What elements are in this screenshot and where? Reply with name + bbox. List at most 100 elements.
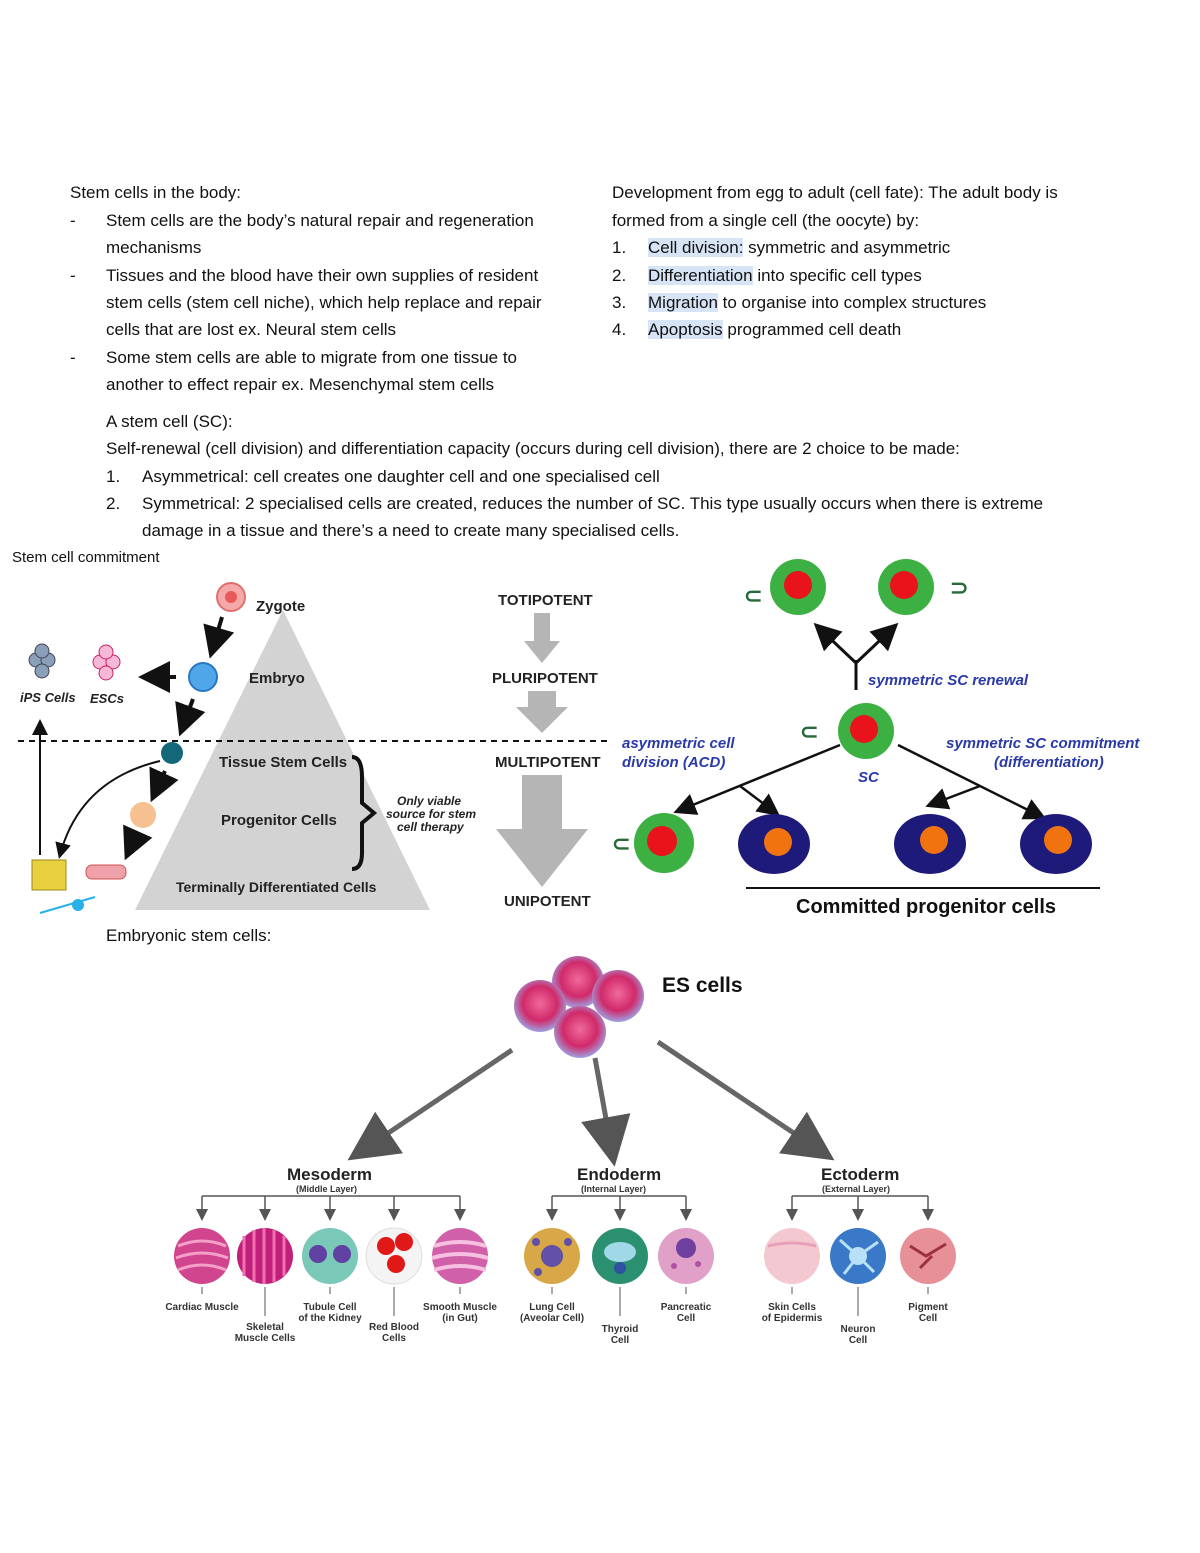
sc-heading: A stem cell (SC):: [106, 412, 233, 431]
progenitor-cell: [130, 802, 156, 828]
sc-item-1: 1.Asymmetrical: cell creates one daughte…: [106, 467, 660, 486]
ips-cells-icon: [28, 643, 56, 679]
cell-label-pancreatic-1: Pancreatic: [661, 1302, 712, 1313]
skeletal-muscle-cell-icon: [237, 1228, 293, 1284]
ectoderm-label: Ectoderm: [821, 1165, 899, 1184]
differentiated-cells-icon: [31, 859, 67, 891]
asymmetric-label-2: division (ACD): [622, 754, 725, 771]
cell-label-thyroid-1: Thyroid: [602, 1324, 639, 1335]
bullet-1-cont: mechanisms: [106, 238, 202, 257]
renewal-icon-1: ⊂: [744, 583, 762, 608]
division-figure: ⊂ ⊃ ⊂ ⊂ symmetric SC renewal asymmetric …: [612, 559, 1140, 918]
pluripotent-label: PLURIPOTENT: [492, 670, 598, 687]
cell-label-cardiac-1: Cardiac Muscle: [165, 1302, 239, 1313]
cardiac-muscle-cell-icon: [174, 1228, 230, 1284]
right-line-1: Development from egg to adult (cell fate…: [612, 183, 1058, 202]
process-item-1: 1.Cell division: symmetric and asymmetri…: [612, 238, 951, 257]
symmetric-commitment-label-1: symmetric SC commitment: [946, 735, 1140, 752]
note-line-1: Only viable: [397, 794, 461, 808]
bullet-2: -Tissues and the blood have their own su…: [70, 266, 539, 285]
cell-label-rbc-1: Red Blood: [369, 1322, 419, 1333]
committed-label: Committed progenitor cells: [796, 896, 1056, 918]
right-line-2: formed from a single cell (the oocyte) b…: [612, 211, 920, 230]
therapy-brace: [351, 755, 378, 871]
es-cells-label: ES cells: [662, 974, 743, 997]
bullet-3-cont: another to effect repair ex. Mesenchymal…: [106, 375, 495, 394]
bullet-2-cont1: stem cells (stem cell niche), which help…: [106, 293, 542, 312]
thyroid-cell-icon: [592, 1228, 648, 1284]
neuron-cell-icon: [39, 896, 96, 914]
smooth-muscle-cell-icon: [431, 1228, 489, 1284]
cell-label-pigment-1: Pigment: [908, 1302, 948, 1313]
progenitor-cell-2: [894, 814, 966, 874]
renewal-icon-2: ⊃: [950, 575, 968, 600]
pancreatic-cell-icon: [658, 1228, 714, 1284]
sc-cell-top-right: [878, 559, 934, 615]
sc-item-2: 2.Symmetrical: 2 specialised cells are c…: [106, 494, 1044, 513]
renewal-icon-3: ⊂: [800, 719, 818, 744]
bullet-3: -Some stem cells are able to migrate fro…: [70, 348, 518, 367]
symmetric-renewal-label: symmetric SC renewal: [868, 672, 1029, 689]
endoderm-label: Endoderm: [577, 1165, 661, 1184]
pyramid: [135, 610, 430, 910]
multipotent-label: MULTIPOTENT: [495, 754, 601, 771]
bullet-2-cont2: cells that are lost ex. Neural stem cell…: [106, 320, 397, 339]
progenitor-cells-label: Progenitor Cells: [221, 812, 337, 829]
zygote-label: Zygote: [256, 598, 305, 615]
cell-label-pancreatic-2: Cell: [677, 1313, 696, 1324]
escs-label: ESCs: [90, 691, 124, 706]
process-item-2: 2.Differentiation into specific cell typ…: [612, 266, 922, 285]
sc-cell-top-left: [770, 559, 826, 615]
kidney-tubule-cell-icon: [302, 1228, 358, 1284]
progenitor-cell-3: [1020, 814, 1092, 874]
skin-cell-icon: [764, 1228, 820, 1284]
red-blood-cells-icon: [365, 1227, 423, 1285]
lung-cell-icon: [524, 1228, 580, 1284]
escs-icon: [92, 644, 121, 681]
left-heading: Stem cells in the body:: [70, 183, 242, 202]
note-line-2: source for stem: [386, 807, 476, 821]
bullet-1: -Stem cells are the body’s natural repai…: [70, 211, 534, 230]
asymmetric-label-1: asymmetric cell: [622, 735, 735, 752]
cell-label-thyroid-2: Cell: [611, 1335, 630, 1346]
sc-cell-center: [838, 703, 894, 759]
figure-caption: Stem cell commitment: [12, 549, 160, 566]
pigment-cell-icon: [900, 1228, 956, 1284]
cell-label-skeletal-2: Muscle Cells: [235, 1333, 296, 1344]
neuron-cell-icon-2: [830, 1228, 886, 1284]
tissue-stem-cell: [161, 742, 183, 764]
cell-label-rbc-2: Cells: [382, 1333, 406, 1344]
mesoderm-sub: (Middle Layer): [296, 1184, 357, 1194]
es-cells-figure: ES cells Mesoderm (Middle Layer) Endoder…: [165, 956, 956, 1346]
sc-item-2-cont: damage in a tissue and there’s a need to…: [142, 521, 680, 540]
sc-intro: Self-renewal (cell division) and differe…: [106, 439, 960, 458]
note-line-3: cell therapy: [397, 820, 465, 834]
cell-label-smooth-1: Smooth Muscle: [423, 1302, 497, 1313]
commitment-figure: Zygote Embryo Tissue Stem Cells Progenit…: [18, 582, 608, 914]
tissue-stem-cells-label: Tissue Stem Cells: [219, 754, 347, 771]
cell-label-tubule-1: Tubule Cell: [303, 1302, 356, 1313]
embryo-cell: [188, 662, 218, 692]
cell-label-smooth-2: (in Gut): [442, 1313, 478, 1324]
es-cells-cluster: [514, 956, 644, 1058]
cell-label-neuron-1: Neuron: [841, 1324, 876, 1335]
unipotent-label: UNIPOTENT: [504, 893, 591, 910]
ectoderm-sub: (External Layer): [822, 1184, 890, 1194]
cell-label-tubule-2: of the Kidney: [298, 1313, 362, 1324]
ips-label: iPS Cells: [20, 690, 76, 705]
cell-label-skeletal-1: Skeletal: [246, 1322, 284, 1333]
cell-label-pigment-2: Cell: [919, 1313, 938, 1324]
sc-cell-bottom: [634, 813, 694, 873]
terminal-cells-label: Terminally Differentiated Cells: [176, 879, 377, 895]
sc-label: SC: [858, 769, 880, 786]
cell-label-lung-1: Lung Cell: [529, 1302, 575, 1313]
renewal-icon-4: ⊂: [612, 831, 630, 856]
cell-label-skin-1: Skin Cells: [768, 1302, 816, 1313]
embryo-label: Embryo: [249, 670, 305, 687]
progenitor-cell-1: [738, 814, 810, 874]
symmetric-commitment-label-2: (differentiation): [994, 754, 1104, 771]
mesoderm-label: Mesoderm: [287, 1165, 372, 1184]
process-item-4: 4.Apoptosis programmed cell death: [612, 320, 902, 339]
cell-label-neuron-2: Cell: [849, 1335, 868, 1346]
cell-label-skin-2: of Epidermis: [762, 1313, 823, 1324]
